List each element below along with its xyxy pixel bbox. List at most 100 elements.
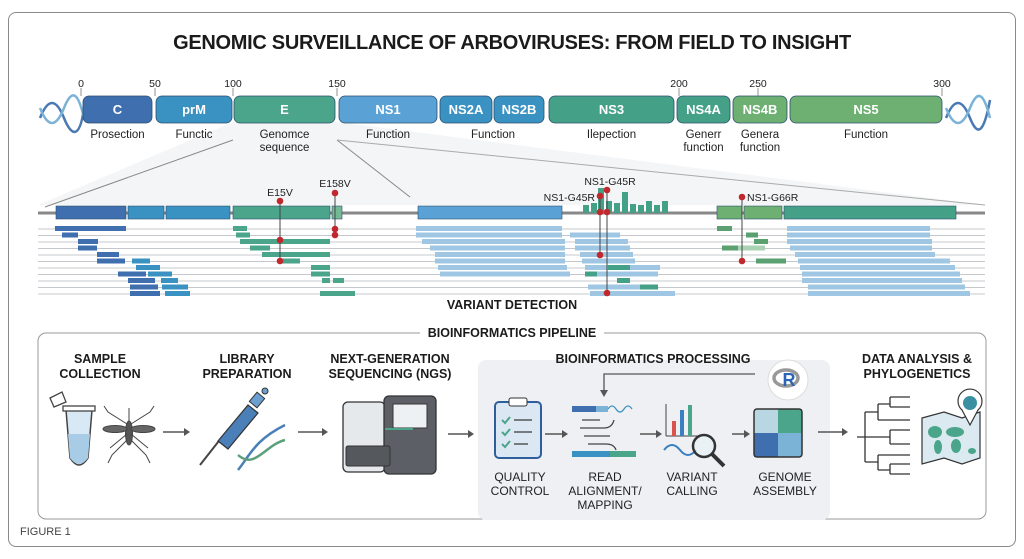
coverage-bar bbox=[622, 192, 628, 213]
sequencing-read bbox=[787, 232, 930, 238]
gene-segment-ns4a bbox=[676, 95, 731, 124]
sequencing-read bbox=[798, 258, 950, 264]
read-alignment-icon bbox=[572, 405, 636, 457]
coverage-bar bbox=[614, 203, 620, 213]
flow-arrowhead bbox=[562, 430, 568, 438]
sequencing-read bbox=[790, 245, 932, 251]
stage-data-analysis: DATA ANALYSIS & PHYLOGENETICS bbox=[862, 352, 972, 381]
ngs-sequencer-icon bbox=[342, 395, 437, 475]
gene-label: NS1 bbox=[375, 102, 400, 117]
sequencing-read bbox=[118, 271, 146, 277]
sequencing-read bbox=[320, 291, 355, 296]
sample-tube-icon bbox=[49, 391, 96, 466]
zoom-wedge bbox=[38, 122, 985, 205]
variant-marker bbox=[738, 257, 746, 265]
pipeline-arrows bbox=[163, 428, 848, 438]
sequencing-read bbox=[787, 226, 930, 231]
variant-label: NS1-G45R bbox=[544, 192, 596, 204]
gene-segment-ns4b bbox=[732, 95, 788, 124]
sequencing-read bbox=[590, 291, 675, 296]
sequencing-read bbox=[440, 271, 570, 277]
flow-arrowhead bbox=[842, 428, 848, 436]
dna-helix-right-icon bbox=[944, 94, 992, 131]
sequencing-read bbox=[97, 258, 125, 264]
sequencing-read bbox=[795, 252, 935, 257]
variant-label: E158V bbox=[319, 178, 351, 190]
gene-segment-c bbox=[82, 95, 153, 124]
gene-function-label: function bbox=[683, 142, 723, 154]
sequencing-read bbox=[262, 252, 330, 257]
variant-marker bbox=[603, 186, 611, 194]
sequencing-read bbox=[165, 291, 190, 296]
virus-location-pin-icon bbox=[957, 388, 983, 427]
gene-segment-e bbox=[233, 95, 336, 124]
sequencing-read bbox=[148, 271, 172, 277]
sequencing-read bbox=[738, 245, 765, 251]
sequencing-read bbox=[416, 232, 562, 238]
sequencing-read bbox=[802, 271, 960, 277]
sequencing-read bbox=[282, 258, 300, 264]
variant-calling-icon bbox=[663, 404, 726, 468]
sequencing-read bbox=[97, 252, 119, 257]
scale-tick-label: 300 bbox=[933, 78, 951, 90]
figure-label: FIGURE 1 bbox=[20, 526, 71, 538]
coverage-bar bbox=[598, 188, 604, 213]
sequencing-read bbox=[422, 239, 565, 244]
reference-gene-block bbox=[783, 205, 957, 220]
variant-label: NS1-G45R bbox=[584, 176, 636, 188]
gene-segment-ns5 bbox=[789, 95, 943, 124]
processing-panel bbox=[478, 360, 830, 520]
sequencing-read bbox=[586, 271, 658, 277]
r-logo-letter: R bbox=[783, 370, 796, 390]
sequencing-read bbox=[311, 271, 330, 277]
gene-function-label: Generr bbox=[686, 129, 722, 141]
sequencing-read bbox=[756, 258, 786, 264]
sequencing-read bbox=[430, 245, 565, 251]
coverage-bar bbox=[638, 205, 644, 213]
zoom-line-right bbox=[336, 139, 986, 206]
feedback-arrowhead bbox=[600, 390, 608, 397]
sequencing-read bbox=[722, 245, 738, 251]
sequencing-read bbox=[802, 278, 962, 283]
sequencing-read bbox=[575, 239, 628, 244]
flow-arrowhead bbox=[322, 428, 328, 436]
sequencing-read bbox=[333, 278, 344, 283]
gene-label: NS2B bbox=[502, 102, 537, 117]
coverage-bar bbox=[583, 205, 589, 213]
gene-function-label: Prosection bbox=[90, 129, 144, 141]
pipette-icon bbox=[199, 387, 269, 466]
scale-tick-label: 200 bbox=[670, 78, 688, 90]
pipeline-title-text: BIOINFORMATICS PIPELINE bbox=[419, 326, 605, 340]
variant-marker bbox=[276, 257, 284, 265]
variant-marker bbox=[596, 192, 604, 200]
reference-gene-block bbox=[55, 205, 127, 220]
scale-tick-label: 150 bbox=[328, 78, 346, 90]
gene-segment-ns2a bbox=[439, 95, 493, 124]
stage-bioinformatics-processing: BIOINFORMATICS PROCESSING bbox=[555, 352, 751, 366]
sequencing-read bbox=[808, 291, 970, 296]
gene-function-label: Genera bbox=[741, 129, 780, 141]
scale-tick-label: 50 bbox=[149, 78, 161, 90]
dna-helix-left-icon bbox=[38, 94, 86, 133]
coverage-bar bbox=[591, 203, 597, 213]
sequencing-read bbox=[78, 245, 97, 251]
scale-tick-label: 0 bbox=[78, 78, 84, 90]
sequencing-read bbox=[746, 232, 758, 238]
zoom-line-mid bbox=[336, 139, 411, 198]
coverage-bar bbox=[662, 201, 668, 213]
sequencing-read bbox=[250, 245, 270, 251]
step-genome-assembly: GENOME ASSEMBLY bbox=[753, 470, 817, 498]
r-programming-badge: R bbox=[767, 359, 809, 401]
sequencing-read bbox=[617, 278, 630, 283]
sequencing-read bbox=[78, 239, 98, 244]
step-read-alignment: READ ALIGNMENT/ MAPPING bbox=[568, 470, 642, 512]
dna-helix-icon bbox=[237, 423, 286, 471]
coverage-bar bbox=[630, 204, 636, 213]
feedback-arrow bbox=[603, 373, 755, 392]
gene-segment-ns2b bbox=[493, 95, 545, 124]
gene-segment-ns1 bbox=[338, 95, 438, 124]
flow-arrowhead bbox=[184, 428, 190, 436]
sequencing-read bbox=[311, 265, 330, 270]
